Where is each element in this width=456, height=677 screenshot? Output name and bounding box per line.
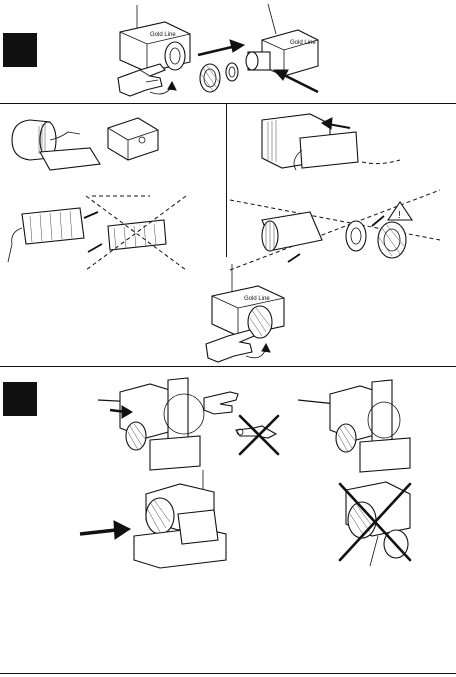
opened-unit-illustration: Gold Line [246, 4, 318, 76]
warning-triangle-icon: ! [388, 202, 412, 221]
cap-reassembly-illustration [262, 212, 406, 258]
small-arrows-left [84, 212, 102, 252]
hand-icon-2 [206, 330, 254, 362]
wrong-mounting-illustration [340, 482, 410, 566]
svg-text:!: ! [398, 210, 401, 221]
unit-label-text-2: Gold Line [290, 40, 316, 46]
locking-ring-illustration [200, 63, 238, 92]
mount-rod-illustration-right [298, 380, 410, 472]
controller-unit-illustration: Gold Line [120, 5, 190, 72]
pointing-hand-icon [204, 392, 238, 414]
mount-rod-illustration-left [98, 378, 204, 470]
reassembled-unit-illustration: Gold Line [212, 264, 284, 338]
mounted-unit-illustration [134, 470, 226, 568]
wrench-icon [236, 416, 278, 454]
unit-label-text-3: Gold Line [244, 296, 270, 302]
unit-label-text: Gold Line [150, 32, 176, 38]
cap-with-wire-illustration [12, 120, 100, 170]
push-arrow-large [80, 521, 130, 539]
direction-arrow-diagonal [274, 70, 318, 92]
direction-arrow-right [198, 40, 244, 55]
battery-insert-illustration [262, 114, 358, 170]
battery-icon [108, 118, 158, 160]
dashed-guide-lines-right [230, 190, 440, 270]
